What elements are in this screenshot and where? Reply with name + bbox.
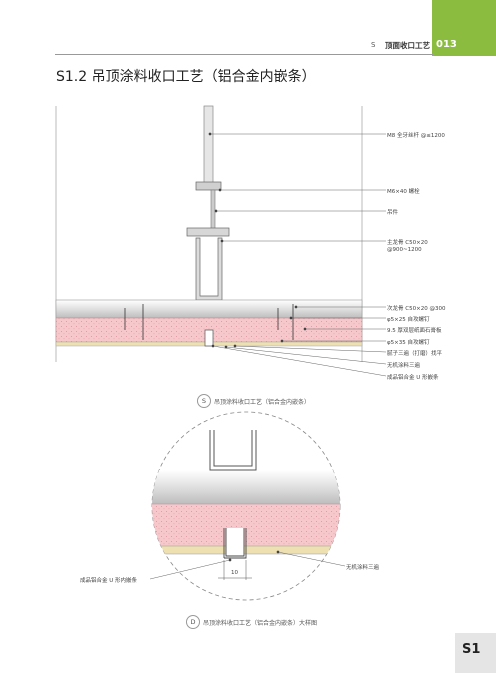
u-strip (204, 329, 214, 347)
label-bolt: M6×40 螺栓 (387, 189, 420, 195)
header-title: 顶面收口工艺 (385, 41, 430, 50)
caption1-text: 吊顶涂料收口工艺（铝合金内嵌条） (214, 399, 311, 406)
detail-content (152, 430, 340, 559)
caption2-text: 吊顶涂料收口工艺（铝合金内嵌条）大样图 (203, 620, 318, 627)
header-rule (55, 54, 433, 55)
label-dimension: 10 (231, 570, 238, 576)
footer-page-code: S1 (462, 642, 481, 657)
label-main-channel: 主龙骨 C50×20 (387, 240, 428, 246)
dimension-line (218, 560, 252, 580)
label-gypsum-board: 9.5 厚双层纸面石膏板 (387, 328, 442, 334)
label-threaded-rod: M8 全牙丝杆 @≤1200 (387, 133, 445, 139)
header-section-letter: S (371, 41, 376, 49)
label-hanger: 吊件 (387, 210, 399, 216)
main-channel (195, 237, 223, 301)
hanger-bolt (186, 227, 230, 237)
label-secondary-channel: 次龙骨 C50×20 @300 (387, 306, 446, 312)
label-main-channel-spacing: @900~1200 (387, 247, 422, 253)
section-title: S1.2 吊顶涂料收口工艺（铝合金内嵌条） (56, 69, 316, 85)
diagram2-leaders (149, 550, 346, 580)
label-detail-u-strip: 成品铝合金 U 形内嵌条 (80, 578, 138, 584)
footer-tab (455, 633, 496, 673)
label-screw-35: φ5×35 自攻螺钉 (387, 340, 430, 346)
label-detail-coating: 无机涂料三遍 (346, 565, 380, 571)
secondary-channel (55, 299, 363, 319)
header-page-number: 013 (436, 39, 457, 50)
label-coating: 无机涂料三遍 (387, 363, 421, 369)
hanger (210, 189, 216, 231)
label-screw-25: φ5×25 自攻螺钉 (387, 317, 430, 323)
header-accent-block (432, 0, 496, 56)
caption2-marker: D (186, 615, 200, 629)
bolt-nut (195, 181, 222, 191)
threaded-rod (203, 105, 214, 187)
label-u-strip: 成品铝合金 U 形嵌条 (387, 375, 439, 381)
label-putty: 腻子三遍（打磨）找平 (387, 351, 443, 357)
screws (124, 304, 294, 340)
diagram1-leaders (208, 132, 387, 377)
caption1-marker: S (197, 394, 211, 408)
